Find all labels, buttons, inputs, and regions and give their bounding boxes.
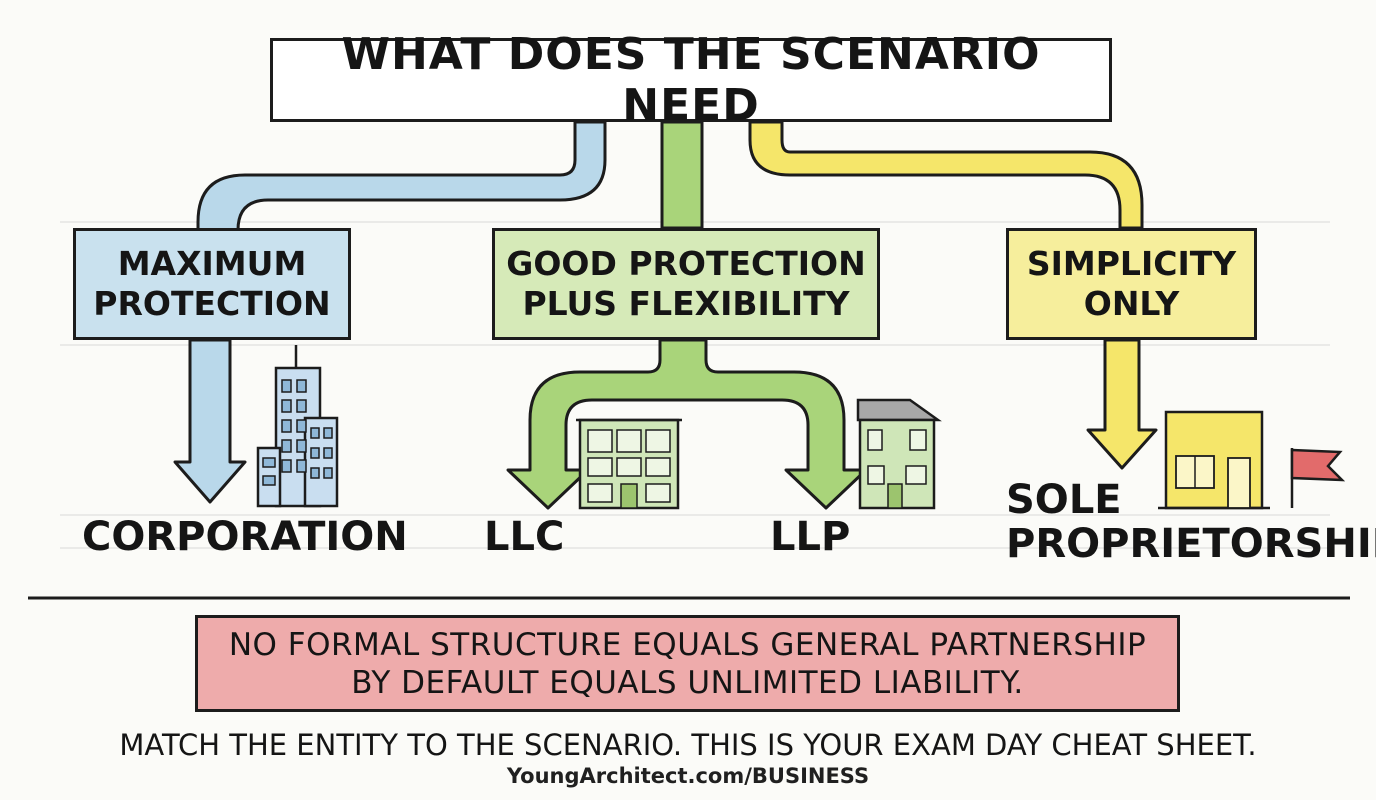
- entity-llc: LLC: [484, 514, 565, 560]
- yellow-arrow-bottom: [1086, 338, 1158, 470]
- footer-tagline: MATCH THE ENTITY TO THE SCENARIO. THIS I…: [119, 728, 1257, 762]
- blue-arrow-bottom: [173, 338, 247, 504]
- warning-line2: BY DEFAULT EQUALS UNLIMITED LIABILITY.: [351, 664, 1024, 701]
- green-arrow-top: [660, 120, 704, 230]
- page-title-text: WHAT DOES THE SCENARIO NEED: [341, 29, 1041, 131]
- entity-llp: LLP: [770, 514, 851, 560]
- skyscraper-icon: [256, 345, 339, 508]
- entity-corporation: CORPORATION: [82, 514, 408, 560]
- entity-sole-proprietorship: SOLE PROPRIETORSHIP: [1006, 478, 1376, 566]
- blue-arrow-top: [196, 120, 607, 232]
- need-good-protection-plus-flexibility: GOOD PROTECTION PLUS FLEXIBILITY: [492, 228, 880, 340]
- need-simplicity-only: SIMPLICITY ONLY: [1006, 228, 1257, 340]
- yellow-arrow-top: [748, 120, 1144, 230]
- need-label-line2: PROTECTION: [93, 284, 331, 323]
- warning-line1: NO FORMAL STRUCTURE EQUALS GENERAL PARTN…: [228, 626, 1147, 663]
- green-arrow-fork: [506, 338, 868, 510]
- office-building-icon: [576, 418, 682, 510]
- warning-banner: NO FORMAL STRUCTURE EQUALS GENERAL PARTN…: [195, 615, 1180, 712]
- house-icon: [856, 398, 942, 510]
- entity-sole-line1: SOLE: [1006, 477, 1122, 523]
- shop-icon: [1158, 410, 1270, 510]
- page-title: WHAT DOES THE SCENARIO NEED: [270, 29, 1112, 131]
- need-label-line1: GOOD PROTECTION: [506, 244, 866, 283]
- entity-sole-line2: PROPRIETORSHIP: [1006, 521, 1376, 567]
- need-label-line2: ONLY: [1083, 284, 1180, 323]
- flag-icon: [1290, 448, 1346, 508]
- need-label-line1: MAXIMUM: [117, 244, 307, 283]
- need-label-line1: SIMPLICITY: [1026, 244, 1237, 283]
- need-maximum-protection: MAXIMUM PROTECTION: [73, 228, 351, 340]
- need-label-line2: PLUS FLEXIBILITY: [522, 284, 850, 323]
- footer-url: YoungArchitect.com/BUSINESS: [506, 764, 870, 788]
